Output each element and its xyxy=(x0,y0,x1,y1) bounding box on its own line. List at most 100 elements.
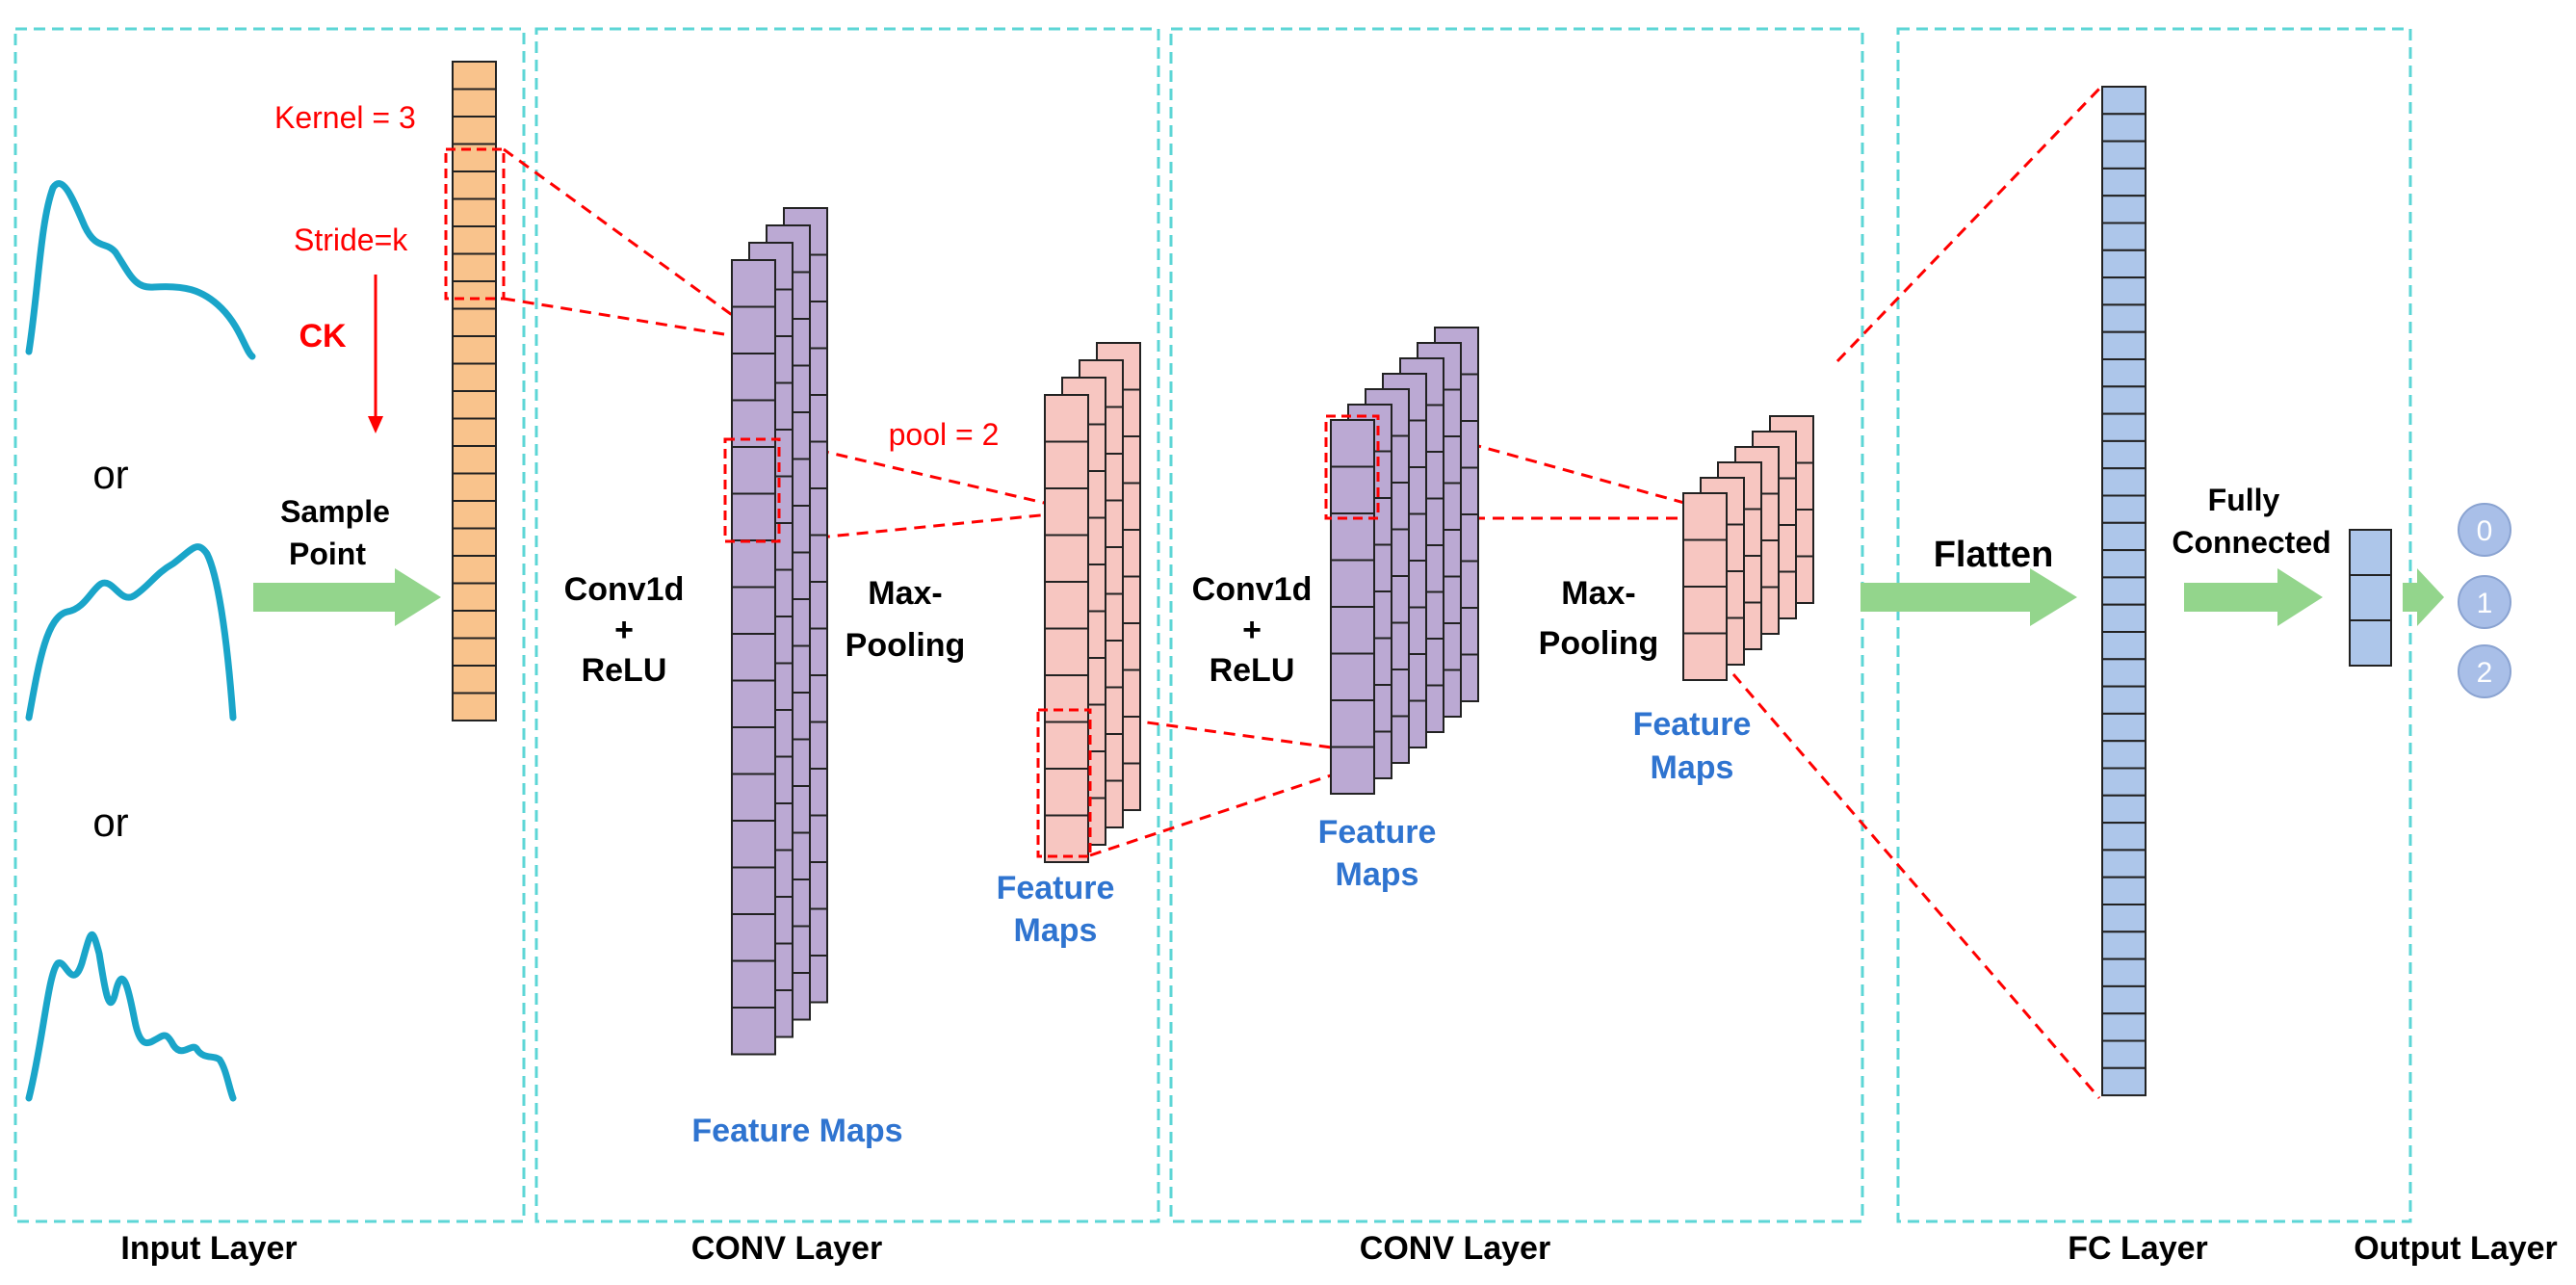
conv2-feature-map-layer xyxy=(1330,419,1375,795)
conv1-feature-map-cell xyxy=(731,820,776,869)
fc-neuron-cell xyxy=(2101,576,2147,606)
output-node-2 xyxy=(2458,644,2511,698)
conv1-feature-map-layer xyxy=(731,259,776,1056)
input-sample-cell xyxy=(452,417,497,447)
conv1-feature-map-cell xyxy=(731,399,776,448)
output-arrow xyxy=(2403,568,2444,626)
conv1-feature-map-cell xyxy=(731,959,776,1009)
fc-neuron-cell xyxy=(2101,549,2147,579)
sample-point-arrow xyxy=(253,568,441,626)
signal-waveform-1 xyxy=(25,180,256,360)
fully-connected-label-line1: Fully xyxy=(2208,483,2280,517)
maxpool1-label-line1: Max- xyxy=(868,575,942,612)
fc-neuron-cell xyxy=(2101,140,2147,170)
fc-neuron-cell xyxy=(2101,931,2147,960)
input-sample-cell xyxy=(452,225,497,255)
conv2-feature-map-cell xyxy=(1330,419,1375,468)
input-sample-cell xyxy=(452,472,497,502)
input-sample-cell xyxy=(452,143,497,172)
conv1-feature-map-cell xyxy=(731,913,776,962)
conv2-feature-map-cell xyxy=(1330,559,1375,608)
output-node-0 xyxy=(2458,503,2511,557)
conv2-window-highlight xyxy=(1036,708,1092,858)
conv1-feature-map-cell xyxy=(731,773,776,822)
sample-point-label-line1: Sample xyxy=(280,494,390,529)
input-sample-cell xyxy=(452,637,497,667)
pool-size-label: pool = 2 xyxy=(889,417,1000,452)
flatten-projection-bottom xyxy=(1731,673,2101,1099)
kernel-projection-top xyxy=(503,147,757,334)
flatten-arrow xyxy=(1860,568,2077,626)
conv1-op-line1: Conv1d xyxy=(564,571,685,608)
fc-neuron-cell xyxy=(2101,439,2147,470)
fc-neuron-cell xyxy=(2101,631,2147,661)
pool1-feature-map-cell xyxy=(1044,534,1089,583)
input-sample-cell xyxy=(452,527,497,557)
or-text-2: or xyxy=(92,800,128,845)
input-sample-cell xyxy=(452,88,497,118)
pool1-feature-map-layer xyxy=(1044,394,1089,863)
kernel-projection-bottom xyxy=(503,297,755,341)
fc-neuron-cell xyxy=(2101,303,2147,333)
fc-neuron-cell xyxy=(2101,603,2147,634)
kernel-label: Kernel = 3 xyxy=(274,100,416,135)
pool1-feature-map-cell xyxy=(1044,721,1089,770)
conv1-feature-maps-label: Feature Maps xyxy=(691,1113,902,1149)
fc-neuron-cell xyxy=(2101,249,2147,279)
output-layer-title: Output Layer xyxy=(2354,1230,2558,1267)
conv1-feature-map-stack xyxy=(731,207,828,1056)
fc-neuron-cell xyxy=(2101,467,2147,497)
conv-layer-1-frame xyxy=(534,27,1160,1223)
input-signals xyxy=(25,180,256,1102)
fc-neuron-cell xyxy=(2101,740,2147,770)
fc-neuron-cell xyxy=(2101,86,2147,116)
fc-layer-title: FC Layer xyxy=(2068,1230,2208,1267)
maxpool2-label-line2: Pooling xyxy=(1539,625,1659,662)
signal-waveform-2 xyxy=(25,543,237,721)
pool1-feature-map-cell xyxy=(1044,487,1089,537)
fc-neuron-cell xyxy=(2101,222,2147,251)
input-sample-cell xyxy=(452,170,497,200)
output-node-2-label: 2 xyxy=(2477,657,2493,689)
pool1-feature-maps-line2: Maps xyxy=(1014,912,1098,949)
conv1-op-line2: + xyxy=(614,612,634,648)
input-sample-cell xyxy=(452,116,497,145)
stride-label: Stride=k xyxy=(294,223,408,257)
output-nodes: 0 1 2 xyxy=(2458,503,2511,698)
conv2-op-line1: Conv1d xyxy=(1192,571,1313,608)
maxpool1-label-line2: Pooling xyxy=(846,627,966,664)
input-sample-cell xyxy=(452,280,497,310)
pool1-feature-map-stack xyxy=(1044,342,1141,863)
pool2-feature-map-cell xyxy=(1682,632,1728,681)
fc-neuron-cell xyxy=(2101,794,2147,825)
output-neuron-cell xyxy=(2349,529,2392,576)
or-text-1: or xyxy=(92,452,128,497)
pool2-feature-map-cell xyxy=(1682,492,1728,541)
pool1-feature-map-cell xyxy=(1044,814,1089,863)
conv-layer-2-frame xyxy=(1169,27,1864,1223)
sample-point-label-line2: Point xyxy=(289,537,366,571)
pool1-feature-map-cell xyxy=(1044,627,1089,676)
conv2-feature-map-cell xyxy=(1330,746,1375,795)
output-node-1-label: 1 xyxy=(2477,588,2493,619)
input-sample-cell xyxy=(452,61,497,91)
conv1-feature-map-cell xyxy=(731,492,776,541)
pool2-feature-map-layer xyxy=(1682,492,1728,681)
stride-arrow-head xyxy=(368,416,383,433)
output-node-1 xyxy=(2458,575,2511,629)
conv1-feature-map-cell xyxy=(731,539,776,589)
kernel-highlight-box xyxy=(444,147,506,301)
fc-neuron-cell xyxy=(2101,957,2147,987)
conv2-feature-map-cell xyxy=(1330,512,1375,562)
conv1-feature-map-cell xyxy=(731,586,776,635)
ck-label: CK xyxy=(299,318,347,354)
input-sample-cell xyxy=(452,692,497,721)
conv1-feature-map-cell xyxy=(731,305,776,354)
pool2-feature-map-cell xyxy=(1682,538,1728,588)
input-sample-cell xyxy=(452,555,497,585)
output-node-0-label: 0 xyxy=(2477,515,2493,547)
fc-neuron-cell xyxy=(2101,195,2147,224)
fc-neuron-cell xyxy=(2101,767,2147,797)
conv2-projection-bottom xyxy=(1089,764,1361,857)
conv2-feature-map-cell xyxy=(1330,699,1375,748)
